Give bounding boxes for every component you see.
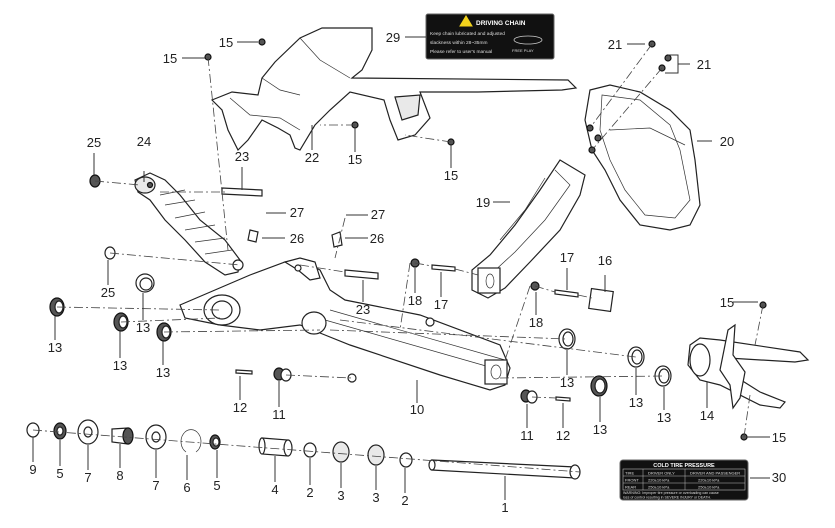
tire-warning-line1: WARNING: Improper tire pressure or overl… (623, 491, 719, 495)
callout-25: 25 (87, 135, 101, 150)
bearing-part-3a (332, 441, 350, 463)
leader-lines (32, 36, 770, 500)
callout-22: 22 (305, 150, 319, 165)
tire-label-title: COLD TIRE PRESSURE (653, 463, 715, 469)
callout-10: 10 (410, 402, 424, 417)
chain-guard-part-22 (210, 27, 578, 152)
callout-15: 15 (720, 295, 734, 310)
block-part-16 (588, 287, 614, 313)
callout-29: 29 (386, 30, 400, 45)
callout-15: 15 (444, 168, 458, 183)
part-2b (399, 452, 413, 468)
chain-label-free-play: FREE PLAY (512, 48, 534, 53)
callout-15: 15 (219, 35, 233, 50)
callout-21: 21 (608, 37, 622, 52)
callout-26: 26 (290, 231, 304, 246)
callout-24: 24 (137, 134, 151, 149)
callout-25: 25 (101, 285, 115, 300)
chain-label-title: DRIVING CHAIN (476, 20, 526, 27)
callout-16: 16 (598, 253, 612, 268)
callout-13: 13 (593, 422, 607, 437)
small-hardware (89, 38, 767, 441)
callout-13: 13 (629, 395, 643, 410)
bearing-part-3b (367, 444, 385, 466)
callout-13: 13 (113, 358, 127, 373)
callout-11: 11 (520, 428, 534, 443)
callout-15: 15 (163, 51, 177, 66)
tire-row-rear-label: REAR (625, 485, 636, 490)
callout-2: 2 (306, 485, 313, 500)
shock-absorber-part-24 (134, 172, 244, 276)
callout-19: 19 (476, 195, 490, 210)
chain-slider-part-14 (687, 323, 810, 410)
chain-label-line3: Please refer to user's manual (430, 49, 492, 55)
callout-5: 5 (213, 478, 220, 493)
part-2a (303, 442, 317, 458)
callout-20: 20 (720, 134, 734, 149)
callout-3: 3 (337, 488, 344, 503)
callout-8: 8 (116, 468, 123, 483)
callout-4: 4 (271, 482, 278, 497)
callout-23: 23 (356, 302, 370, 317)
circlip-part-6 (180, 429, 202, 453)
callout-17: 17 (434, 297, 448, 312)
callout-3: 3 (372, 490, 379, 505)
callout-18: 18 (529, 315, 543, 330)
callout-23: 23 (235, 149, 249, 164)
callout-30: 30 (772, 470, 786, 485)
pivot-axle-part-1 (428, 459, 581, 480)
callout-numbers: 9 5 7 8 7 6 5 4 2 3 3 2 1 30 13 13 13 13… (29, 30, 786, 515)
callout-13: 13 (156, 365, 170, 380)
callout-11: 11 (272, 407, 286, 422)
callout-18: 18 (408, 293, 422, 308)
callout-13: 13 (657, 410, 671, 425)
bottom-axis-parts (26, 419, 413, 468)
tire-warning-line2: loss of control resulting in SEVERE INJU… (623, 496, 711, 500)
rear-mudguard-part-20 (584, 84, 701, 231)
callout-17: 17 (560, 250, 574, 265)
callout-2: 2 (401, 493, 408, 508)
callout-6: 6 (183, 480, 190, 495)
tire-row-front-passenger: 220±10 kPa (698, 478, 720, 483)
callout-15: 15 (348, 152, 362, 167)
assembly-axes (32, 43, 764, 473)
callout-1: 1 (501, 500, 508, 515)
swingarm-part-10 (179, 257, 511, 391)
callout-27: 27 (290, 205, 304, 220)
callout-9: 9 (29, 462, 36, 477)
chain-label-line1: Keep chain lubricated and adjusted (430, 31, 505, 37)
callout-5: 5 (56, 466, 63, 481)
tire-row-rear-passenger: 250±10 kPa (698, 485, 720, 490)
tire-row-front-label: FRONT (625, 478, 639, 483)
callout-13: 13 (48, 340, 62, 355)
tire-header-driver-passenger: DRIVER AND PASSENGER (690, 471, 740, 476)
callout-15: 15 (772, 430, 786, 445)
tire-header-tire: TIRE (625, 471, 634, 476)
cold-tire-pressure-label-30: COLD TIRE PRESSURE TIRE DRIVER ONLY DRIV… (619, 459, 749, 501)
tire-header-driver-only: DRIVER ONLY (648, 471, 675, 476)
chain-label-line2: slackness within 28~35mm (430, 40, 487, 46)
callout-12: 12 (556, 428, 570, 443)
callout-27: 27 (371, 207, 385, 222)
callout-13: 13 (560, 375, 574, 390)
tire-row-front-driver: 220±10 kPa (648, 478, 670, 483)
callout-13: 13 (136, 320, 150, 335)
callout-26: 26 (370, 231, 384, 246)
callout-14: 14 (700, 408, 714, 423)
callout-21: 21 (697, 57, 711, 72)
callout-7: 7 (84, 470, 91, 485)
callout-7: 7 (152, 478, 159, 493)
tire-row-rear-driver: 250±10 kPa (648, 485, 670, 490)
warning-triangle-icon (459, 15, 473, 27)
chain-icon (513, 35, 543, 45)
driving-chain-label-29: DRIVING CHAIN Keep chain lubricated and … (425, 13, 555, 60)
mudguard-bracket-part-19 (471, 159, 586, 299)
callout-12: 12 (233, 400, 247, 415)
